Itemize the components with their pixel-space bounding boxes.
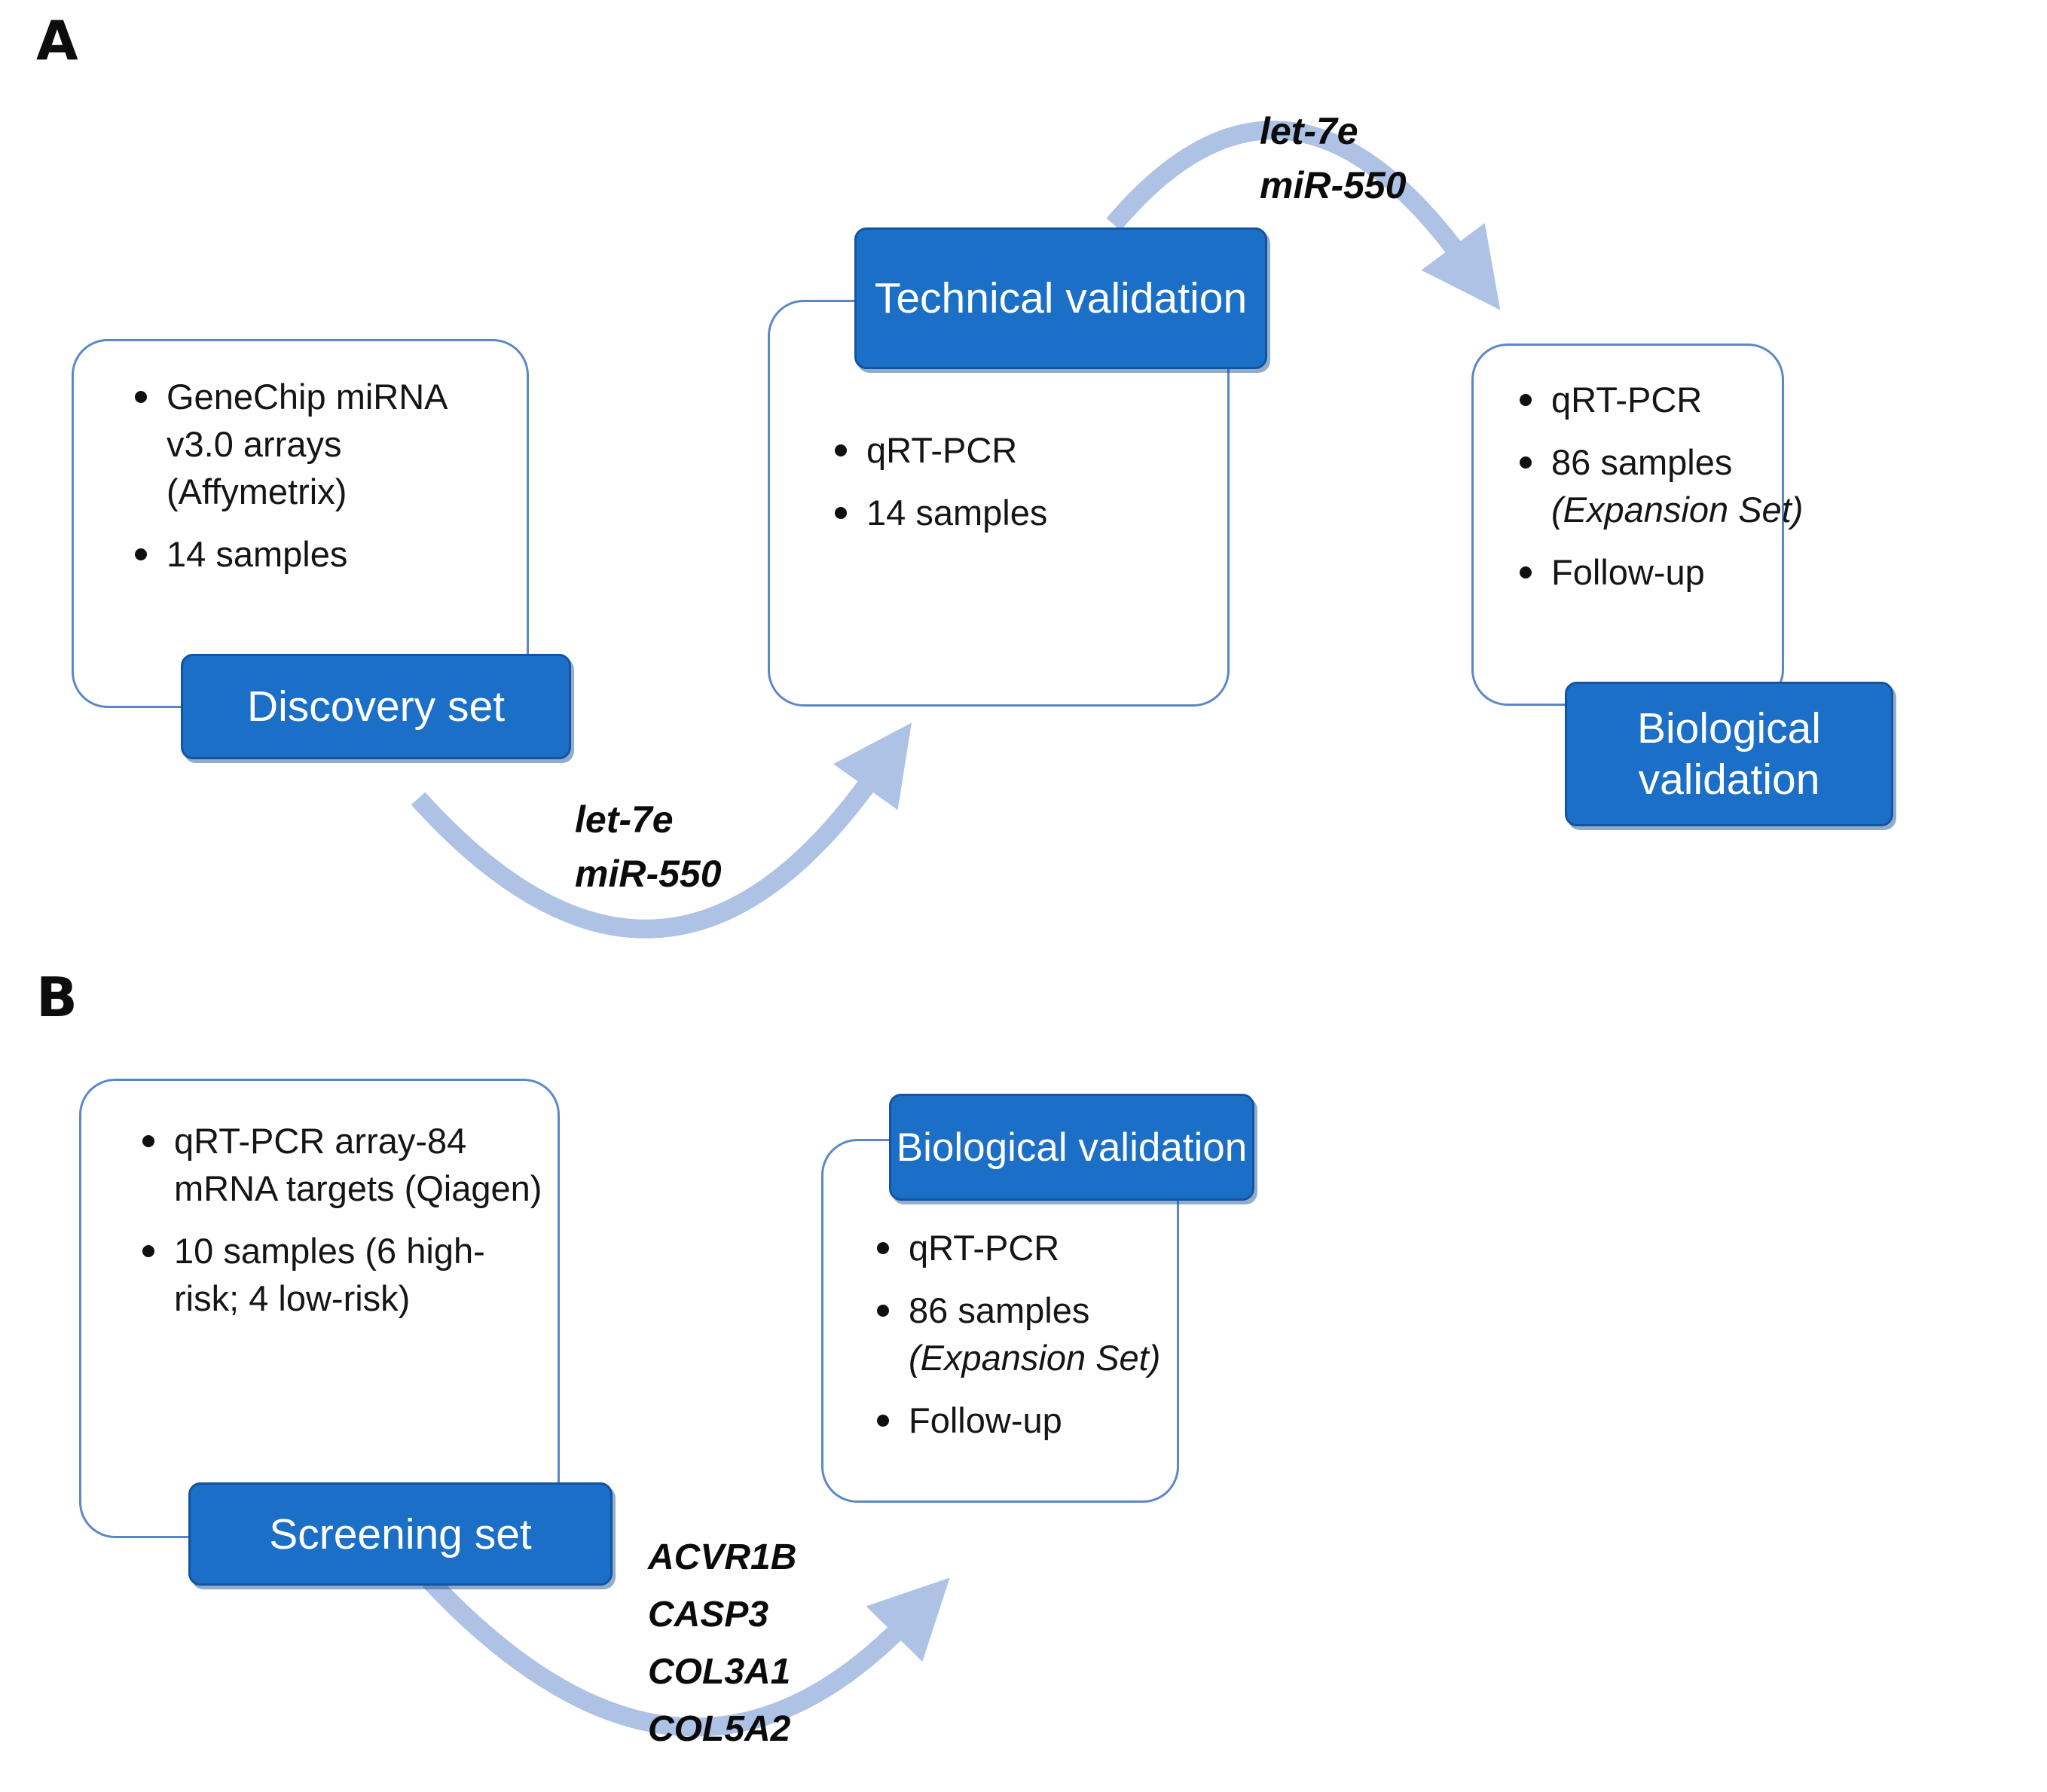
- list-line: Follow-up: [1500, 548, 1778, 596]
- list-line-text: mRNA targets (Qiagen): [174, 1168, 542, 1208]
- panel-a-label: A: [36, 9, 80, 72]
- bullet-icon: [877, 1305, 889, 1317]
- list-line: 86 samples: [1500, 438, 1778, 486]
- curved-arrow-screening-to-biological: [422, 1574, 950, 1737]
- list-line: GeneChip miRNA: [115, 373, 519, 420]
- list-line: (Affymetrix): [115, 468, 519, 515]
- list-line-text: Follow-up: [1551, 552, 1705, 592]
- curved-arrow-technical-to-biological: [1106, 121, 1501, 310]
- discovery-card-list: GeneChip miRNA v3.0 arrays (Affymetrix) …: [74, 341, 527, 578]
- list-line: (Expansion Set): [857, 1334, 1173, 1381]
- screening-card-list: qRT-PCR array-84 mRNA targets (Qiagen) 1…: [81, 1081, 558, 1322]
- bullet-icon: [142, 1245, 154, 1257]
- list-line-text: qRT-PCR array-84: [174, 1121, 467, 1161]
- discovery-card: GeneChip miRNA v3.0 arrays (Affymetrix) …: [72, 339, 529, 708]
- list-line-text: risk; 4 low-risk): [174, 1278, 411, 1318]
- arrow-label-bottom-a: let-7e miR-550: [575, 792, 722, 901]
- panel-b-label: B: [36, 966, 79, 1029]
- biological-validation-tag-a: Biological validation: [1565, 682, 1893, 826]
- curved-arrow-discovery-to-technical: [411, 722, 912, 939]
- arrow-label-top-a: let-7e miR-550: [1260, 104, 1407, 212]
- bullet-icon: [877, 1242, 889, 1254]
- arrow-label-line: miR-550: [575, 853, 722, 895]
- list-line-text: 14 samples: [866, 493, 1048, 533]
- bullet-icon: [142, 1135, 154, 1147]
- arrow-label-line: let-7e: [1260, 110, 1358, 152]
- biological-validation-list-b: qRT-PCR 86 samples (Expansion Set) Follo…: [823, 1141, 1177, 1444]
- screening-set-tag: Screening set: [188, 1482, 613, 1586]
- list-line: mRNA targets (Qiagen): [123, 1165, 550, 1212]
- list-line: qRT-PCR: [815, 426, 1220, 474]
- list-line: 14 samples: [815, 489, 1220, 536]
- list-line-text: 86 samples: [1551, 442, 1733, 482]
- list-line: Follow-up: [857, 1397, 1173, 1444]
- bullet-icon: [877, 1415, 889, 1427]
- list-line: 14 samples: [115, 530, 519, 578]
- arrow-label-line: CASP3: [648, 1595, 769, 1635]
- list-line-text: qRT-PCR: [909, 1228, 1060, 1268]
- bullet-icon: [1520, 456, 1532, 469]
- list-line: 10 samples (6 high-: [123, 1227, 550, 1275]
- bullet-icon: [835, 507, 847, 519]
- list-line-text: qRT-PCR: [866, 430, 1018, 470]
- technical-validation-list: qRT-PCR 14 samples: [770, 302, 1227, 536]
- discovery-set-tag: Discovery set: [181, 654, 571, 759]
- list-line: 86 samples: [857, 1287, 1173, 1334]
- list-line: qRT-PCR: [857, 1224, 1173, 1271]
- bullet-icon: [1520, 394, 1532, 406]
- list-line: (Expansion Set): [1500, 486, 1803, 533]
- bullet-icon: [835, 444, 847, 456]
- list-line: qRT-PCR: [1500, 376, 1778, 423]
- arrow-label-line: COL5A2: [648, 1709, 791, 1749]
- list-line-text: (Expansion Set): [909, 1338, 1161, 1378]
- technical-validation-tag: Technical validation: [854, 227, 1267, 369]
- screening-card: qRT-PCR array-84 mRNA targets (Qiagen) 1…: [79, 1079, 560, 1538]
- arrow-label-line: COL3A1: [648, 1652, 791, 1692]
- list-line-text: Follow-up: [909, 1400, 1062, 1440]
- list-line-text: 86 samples: [909, 1290, 1090, 1330]
- list-line-text: v3.0 arrays: [167, 424, 342, 464]
- bullet-icon: [135, 548, 147, 560]
- list-line: risk; 4 low-risk): [123, 1275, 550, 1322]
- biological-validation-tag-b: Biological validation: [889, 1094, 1254, 1201]
- list-line: v3.0 arrays: [115, 420, 519, 468]
- biological-validation-list-a: qRT-PCR 86 samples (Expansion Set) Follo…: [1474, 346, 1803, 596]
- bullet-icon: [135, 391, 147, 403]
- list-line-text: 10 samples (6 high-: [174, 1231, 485, 1271]
- bullet-icon: [1520, 566, 1532, 579]
- arrow-label-line: miR-550: [1260, 164, 1407, 206]
- arrow-label-line: ACVR1B: [648, 1537, 797, 1577]
- arrow-label-bottom-b: ACVR1B CASP3 COL3A1 COL5A2: [648, 1529, 796, 1758]
- biological-validation-card-a: qRT-PCR 86 samples (Expansion Set) Follo…: [1471, 343, 1803, 706]
- list-line-text: GeneChip miRNA: [167, 377, 448, 417]
- list-line-text: (Expansion Set): [1551, 490, 1804, 530]
- list-line-text: qRT-PCR: [1551, 380, 1703, 420]
- list-line-text: 14 samples: [167, 534, 348, 574]
- arrow-label-line: let-7e: [575, 798, 674, 841]
- list-line-text: (Affymetrix): [167, 472, 347, 511]
- list-line: qRT-PCR array-84: [123, 1117, 550, 1165]
